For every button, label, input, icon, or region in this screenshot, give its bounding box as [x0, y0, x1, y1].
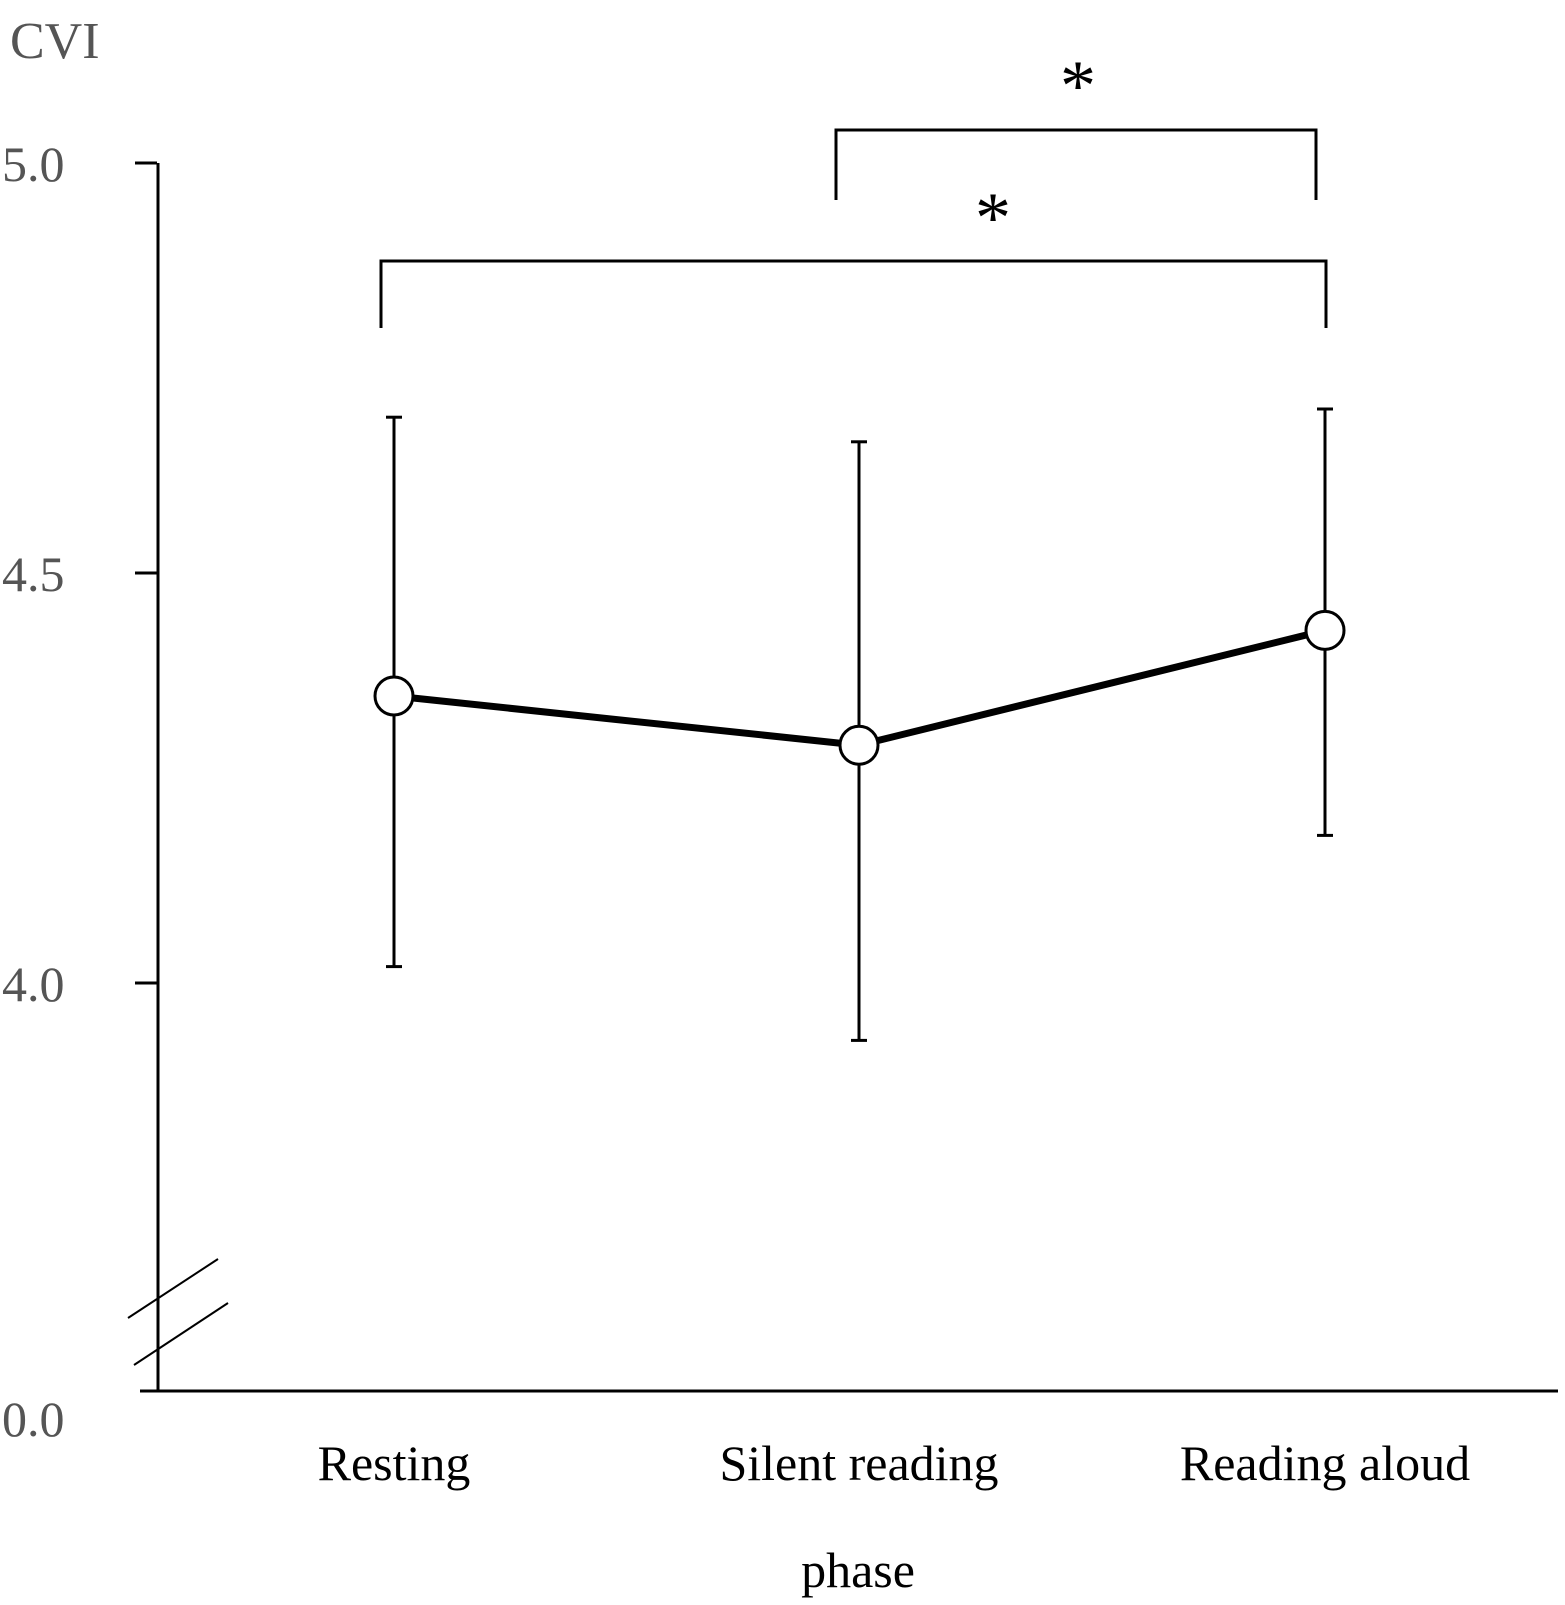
y-axis-title: CVI — [10, 13, 100, 70]
x-axis-title: phase — [801, 1542, 915, 1598]
y-tick-label: 5.0 — [2, 136, 65, 192]
significance-star: * — [975, 178, 1011, 258]
data-point — [838, 724, 880, 766]
significance-bracket — [834, 128, 1318, 200]
y-axis-ticks: 5.0 4.5 4.0 0.0 — [2, 136, 157, 1447]
x-axis-categories: Resting Silent reading Reading aloud — [318, 1435, 1471, 1491]
axis-break-marker — [127, 1258, 229, 1366]
error-bars — [386, 407, 1333, 1042]
x-category-label: Reading aloud — [1180, 1435, 1470, 1491]
data-point — [1304, 609, 1346, 651]
significance-bracket — [379, 259, 1328, 328]
y-tick-label: 4.5 — [2, 546, 65, 602]
y-tick-label: 4.0 — [2, 956, 65, 1012]
x-category-label: Silent reading — [719, 1435, 998, 1491]
data-point — [373, 675, 415, 717]
data-points — [373, 609, 1346, 766]
x-category-label: Resting — [318, 1435, 471, 1491]
y-tick-label: 0.0 — [2, 1391, 65, 1447]
significance-brackets: ** — [379, 46, 1328, 328]
significance-star: * — [1060, 46, 1096, 126]
